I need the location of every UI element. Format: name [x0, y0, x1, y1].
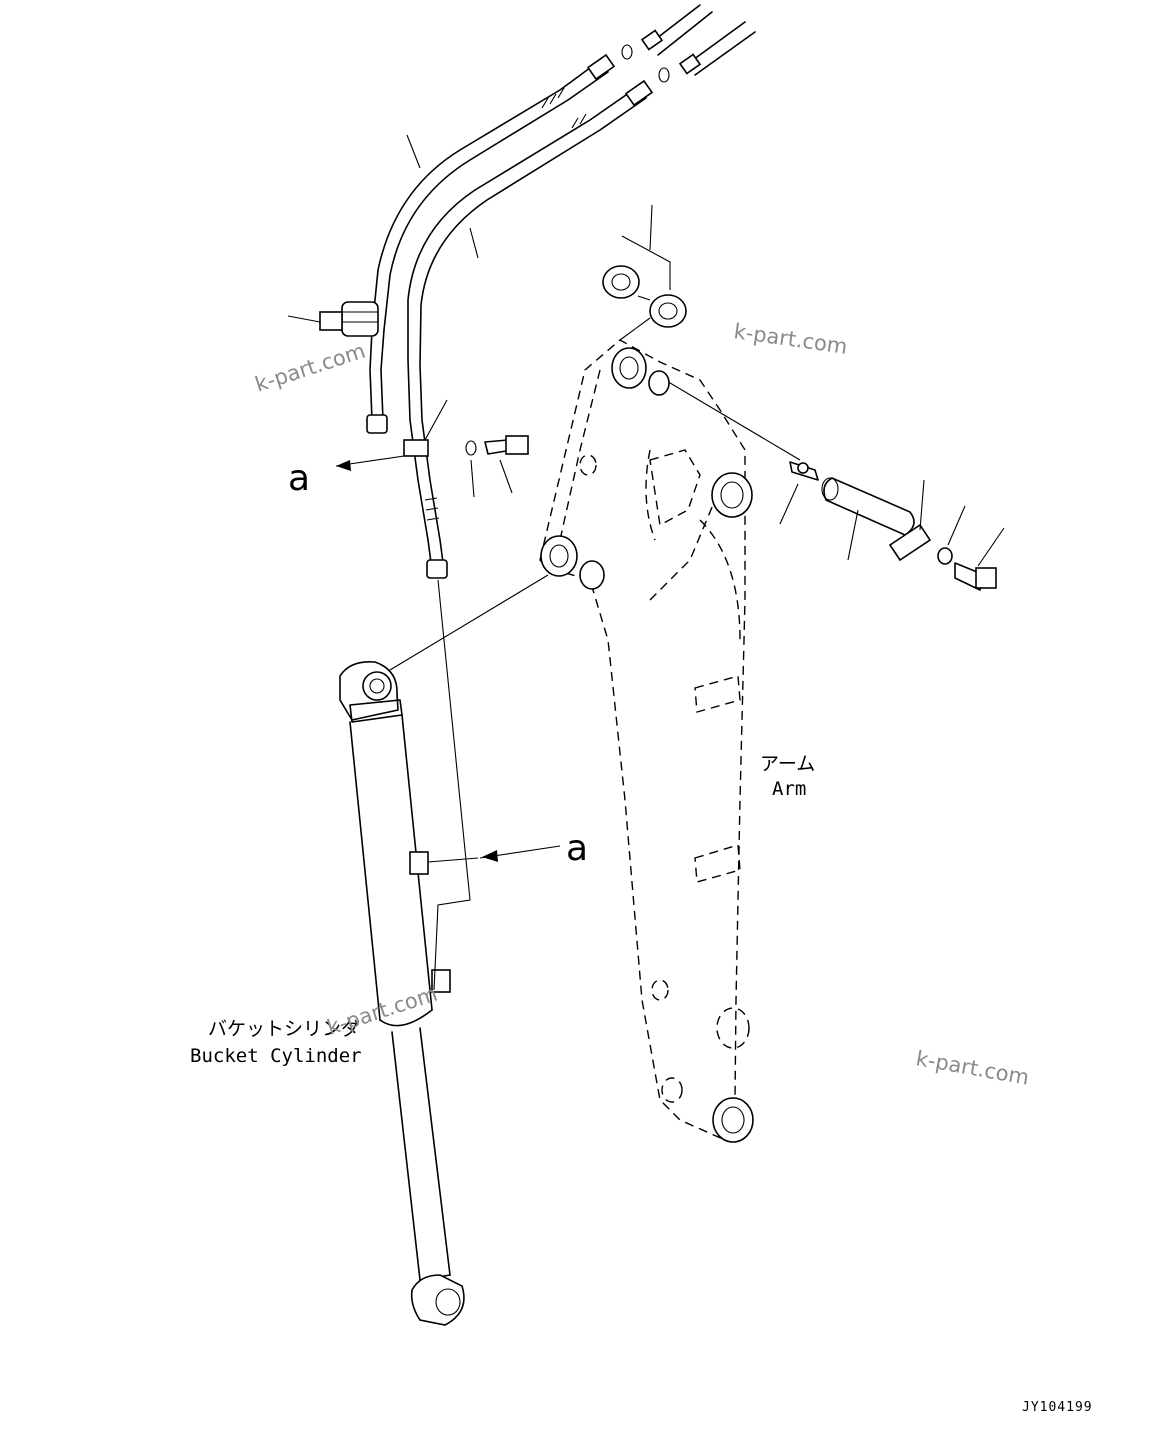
arm-label-ja: アーム [760, 753, 815, 775]
watermark-2: k-part.com [252, 339, 368, 397]
drawing-code: JY104199 [1022, 1400, 1093, 1415]
watermark-3: k-part.com [324, 982, 440, 1040]
bucket-cylinder-label-en: Bucket Cylinder [190, 1045, 362, 1067]
upper-hose-fittings [621, 4, 756, 83]
detail-marker-a-left: a [288, 458, 310, 499]
detail-a-left: a [288, 435, 529, 499]
detail-a-right: a [479, 828, 588, 869]
hydraulic-hoses [319, 53, 654, 579]
watermark-4: k-part.com [914, 1046, 1031, 1089]
bucket-cylinder-label-ja: バケットシリンダ [208, 1018, 360, 1040]
detail-marker-a-right: a [566, 828, 588, 869]
bucket-cylinder [339, 579, 479, 1326]
watermark-1: k-part.com [732, 319, 849, 359]
pin-assembly [779, 461, 1005, 591]
arm-label-en: Arm [772, 778, 806, 800]
shims [602, 204, 687, 328]
arm [389, 317, 801, 1143]
